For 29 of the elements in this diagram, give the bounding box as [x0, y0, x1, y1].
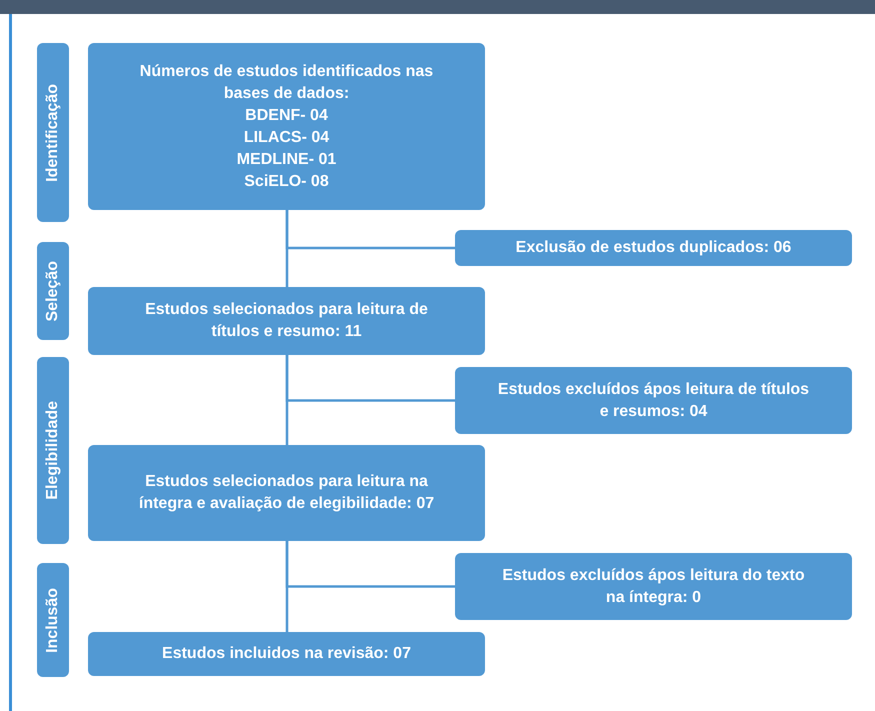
connector-line — [286, 210, 455, 250]
box-text: LILACS- 04 — [244, 128, 330, 148]
box-text: Estudos selecionados para leitura de títulos e resumo: 11 — [144, 300, 429, 342]
box-text: Números de estudos identificados nas bases de dados: — [138, 62, 434, 104]
process-box — [88, 287, 485, 355]
box-text: Estudos incluidos na revisão: 07 — [162, 644, 411, 664]
box-text: MEDLINE- 01 — [236, 150, 336, 170]
box-text: Estudos excluídos ápos leitura de títulos e resumos: 04 — [496, 380, 810, 422]
process-box — [88, 43, 485, 210]
box-text: BDENF- 04 — [245, 106, 328, 126]
stage-label: Inclusão — [45, 588, 61, 652]
stage-band — [37, 563, 69, 677]
stage-label: Identificação — [45, 84, 61, 182]
process-box — [88, 445, 485, 541]
box-text: Exclusão de estudos duplicados: 06 — [516, 238, 792, 258]
box-text: Estudos selecionados para leitura na íntegra e avaliação de elegibilidade: 07 — [138, 472, 436, 514]
connector-line — [286, 355, 455, 402]
process-box — [88, 632, 485, 676]
stage-label: Seleção — [45, 260, 61, 322]
stage-band — [37, 357, 69, 544]
box-text: Estudos excluídos ápos leitura do texto na íntegra: 0 — [501, 566, 806, 608]
stage-band — [37, 43, 69, 222]
connector-line — [286, 541, 455, 588]
stage-band — [37, 242, 69, 340]
process-box — [455, 230, 852, 266]
process-box — [455, 553, 852, 620]
process-box — [455, 367, 852, 434]
stage-label: Elegibilidade — [45, 401, 61, 500]
box-text: SciELO- 08 — [244, 172, 329, 192]
